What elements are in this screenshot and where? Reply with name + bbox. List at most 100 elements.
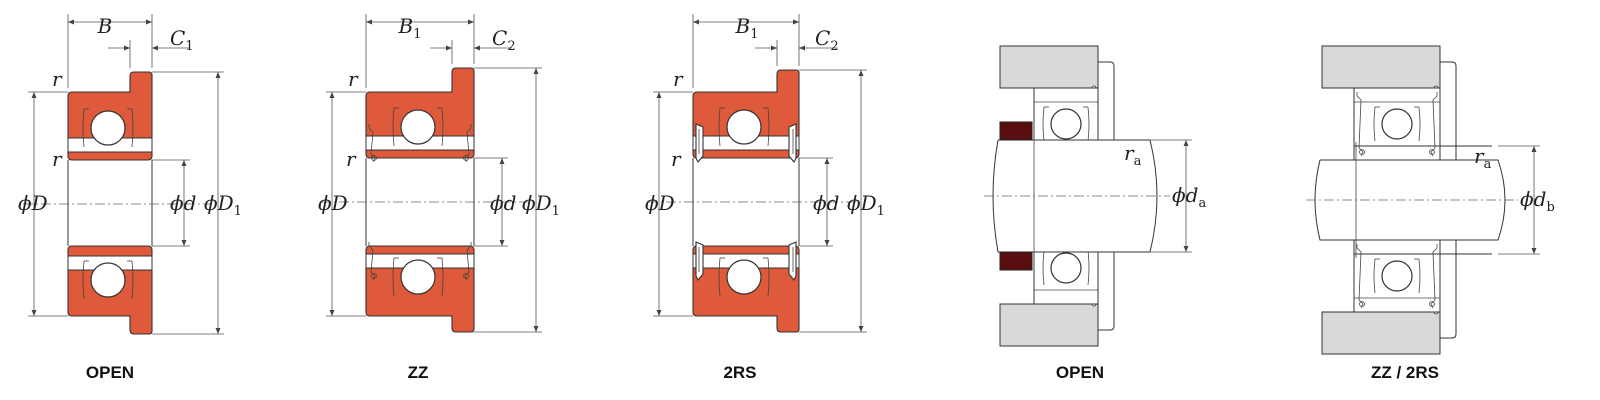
- bearing-section: [648, 14, 867, 333]
- rubber-seal: [695, 123, 704, 163]
- cage-right: [131, 108, 134, 148]
- arrow-head: [533, 326, 539, 332]
- arrow-head: [499, 158, 505, 164]
- rubber-seal: [788, 241, 797, 281]
- ball: [726, 109, 762, 145]
- shield-clip: [371, 155, 377, 161]
- variant-zz: ZZ B1 C2 r r ϕD ϕd ϕD1: [318, 14, 560, 382]
- arrow-head: [656, 92, 662, 98]
- ball: [1381, 260, 1413, 292]
- arrow-head: [468, 19, 474, 25]
- arrow-head: [181, 160, 187, 166]
- housing-top: [999, 45, 1099, 89]
- cage-left: [1373, 258, 1376, 294]
- rubber-seal: [788, 123, 797, 163]
- ball-assembly: [1373, 258, 1421, 294]
- bearing-section: [321, 14, 542, 333]
- flange-diameter-label: ϕD1: [522, 191, 560, 219]
- arrow-head: [533, 68, 539, 74]
- variant-caption: 2RS: [723, 363, 756, 382]
- fillet-radius-label: ra: [1474, 144, 1492, 172]
- shield: [1430, 92, 1438, 157]
- ball-assembly: [1042, 106, 1090, 142]
- arrow-head: [1531, 248, 1537, 254]
- inner-ring-top: [67, 151, 153, 161]
- variant-caption: ZZ: [408, 363, 429, 382]
- arrow-head: [771, 45, 777, 51]
- arrow-head: [366, 19, 372, 25]
- variant-2rs: 2RS B1 C2 r r ϕD ϕd ϕD1: [645, 14, 885, 382]
- ball-assembly: [718, 107, 770, 147]
- cage-left: [82, 260, 85, 300]
- fillet-radius-label: ra: [1124, 141, 1142, 169]
- shield: [1356, 92, 1364, 157]
- shield: [464, 124, 472, 163]
- outer-diameter-label: ϕD: [318, 191, 348, 215]
- shield: [1430, 244, 1438, 309]
- flange-diameter-label: ϕD1: [847, 191, 885, 219]
- arrow-head: [799, 45, 805, 51]
- arrow-head: [146, 19, 152, 25]
- ball-assembly: [718, 257, 770, 297]
- ball-assembly: [82, 108, 134, 148]
- bore-diameter-label: ϕd: [490, 191, 516, 215]
- inner-ring-bottom: [365, 245, 475, 255]
- shoulder-diameter-label: ϕda: [1172, 183, 1206, 211]
- arrow-head: [215, 72, 221, 78]
- arrow-head: [693, 19, 699, 25]
- arrow-head: [329, 310, 335, 316]
- cage-left: [1042, 250, 1045, 286]
- cage-right: [1418, 258, 1421, 294]
- cage-right: [441, 257, 444, 297]
- arrow-head: [474, 45, 480, 51]
- shoulder-diameter-label: ϕdb: [1520, 187, 1555, 215]
- arrow-head: [858, 326, 864, 332]
- arrow-head: [656, 310, 662, 316]
- shaft-shoulder: [1354, 145, 1492, 255]
- variant-caption: OPEN: [86, 363, 134, 382]
- width-label: B1: [735, 14, 759, 42]
- cage-left: [82, 108, 85, 148]
- ball-assembly: [392, 107, 444, 147]
- shield-clip: [1359, 149, 1365, 155]
- ball: [726, 259, 762, 295]
- arrow-head: [446, 45, 452, 51]
- flange-width-label: C1: [170, 26, 194, 54]
- bore-diameter-label: ϕd: [813, 191, 839, 215]
- shield: [368, 124, 376, 163]
- shield-clip: [1429, 149, 1435, 155]
- cage-left: [718, 257, 721, 297]
- shield-clip: [463, 155, 469, 161]
- outer-ring-top: [67, 71, 153, 139]
- shield-clip: [463, 273, 469, 279]
- outer-diameter-label: ϕD: [645, 191, 675, 215]
- cage-right: [441, 107, 444, 147]
- inner-ring-top: [365, 149, 475, 159]
- flange-diameter-label: ϕD1: [204, 191, 242, 219]
- ball: [1381, 108, 1413, 140]
- arrow-head: [858, 70, 864, 76]
- arrow-head: [31, 92, 37, 98]
- variant-open: OPEN B C1 r r ϕD ϕd ϕD1: [18, 14, 242, 382]
- mounting-zz-2rs: ZZ / 2RS ra ϕdb: [1306, 45, 1555, 382]
- bore-diameter-label: ϕd: [170, 191, 196, 215]
- arrow-head: [499, 240, 505, 246]
- cage-left: [392, 107, 395, 147]
- arrow-head: [1183, 246, 1189, 252]
- arrow-head: [181, 240, 187, 246]
- corner-radius-label-top: r: [673, 67, 684, 91]
- ball-assembly: [1042, 250, 1090, 286]
- ball: [1050, 108, 1082, 140]
- shield-clip: [371, 273, 377, 279]
- arrow-head: [329, 92, 335, 98]
- bearing-section: [23, 14, 224, 335]
- ball: [400, 259, 436, 295]
- cage-left: [718, 107, 721, 147]
- arrow-head: [793, 19, 799, 25]
- shield: [464, 242, 472, 281]
- arrow-head: [1531, 146, 1537, 152]
- arrow-head: [824, 240, 830, 246]
- inner-ring-bottom: [692, 245, 800, 255]
- shaft-shoulder: [1034, 139, 1144, 253]
- outer-diameter-label: ϕD: [18, 191, 48, 215]
